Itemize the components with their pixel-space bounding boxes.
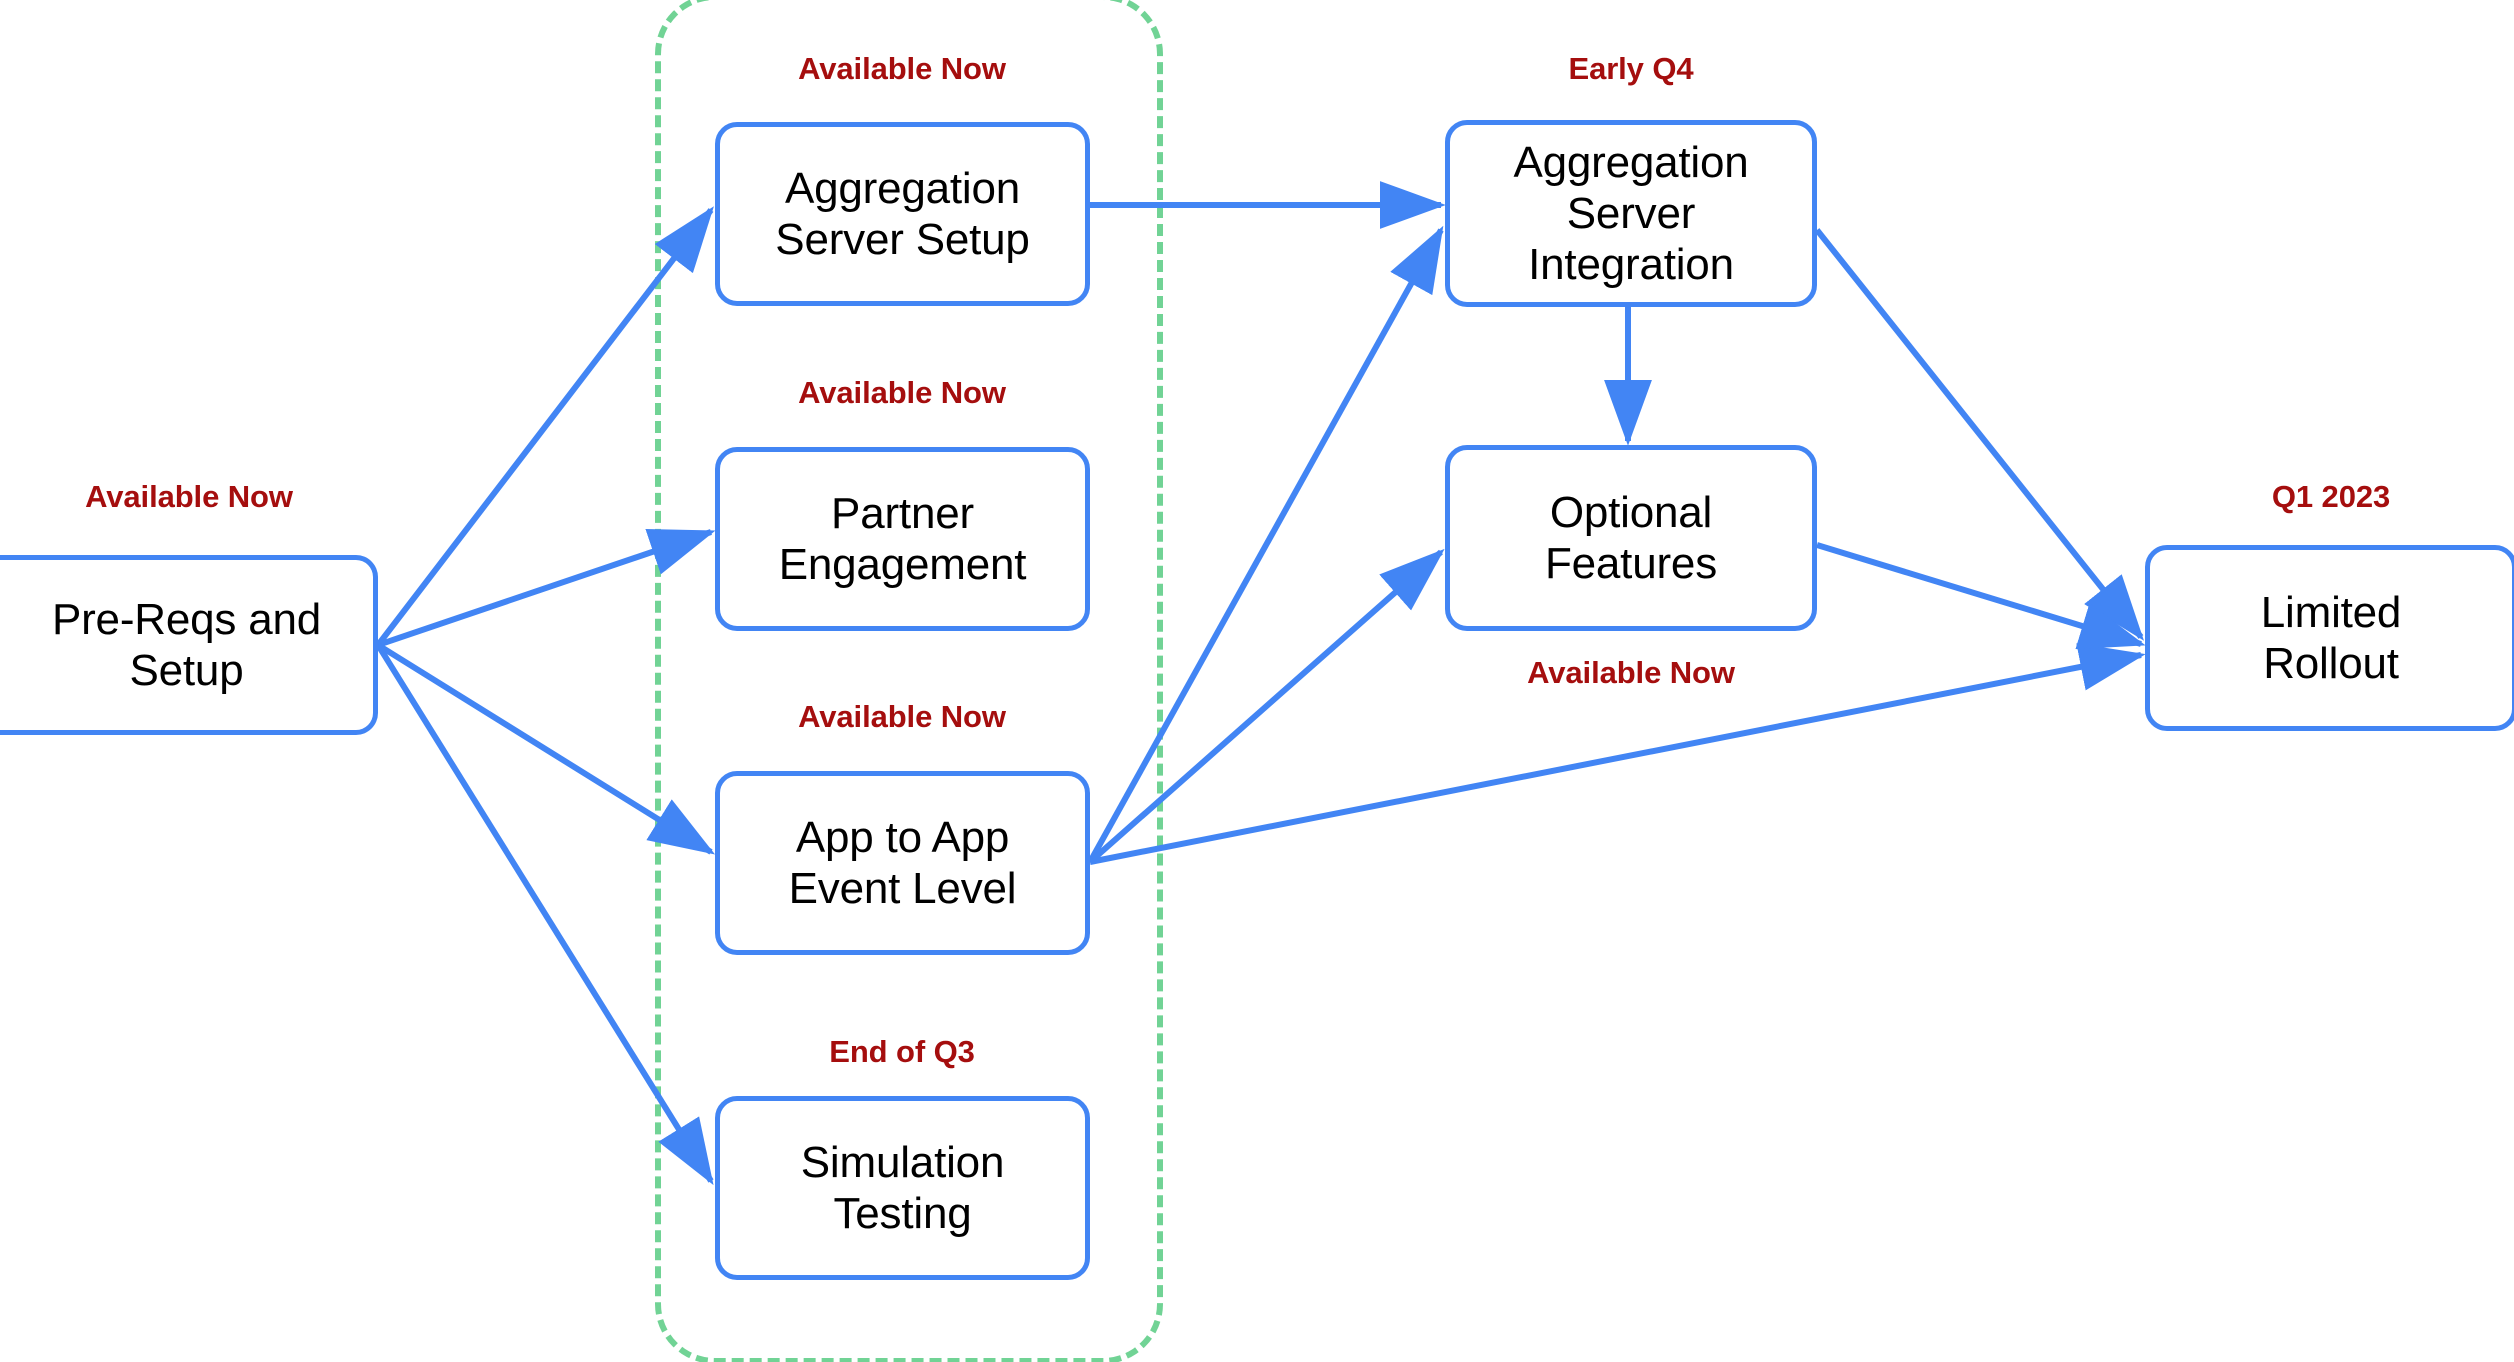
tag-aggregation-server-integration: Early Q4 (1568, 51, 1694, 86)
tag-app-to-app-event-level: Available Now (798, 699, 1006, 734)
node-limited-rollout[interactable]: Limited Rollout (2145, 545, 2514, 731)
tag-simulation-testing: End of Q3 (829, 1034, 975, 1069)
node-pre-reqs-and-setup[interactable]: Pre-Reqs and Setup (0, 555, 378, 735)
edge-aggregation-integration-to-limited-rollout (1814, 228, 2144, 641)
node-partner-engagement[interactable]: Partner Engagement (715, 447, 1090, 631)
tag-aggregation-server-setup: Available Now (798, 51, 1006, 86)
node-optional-features[interactable]: Optional Features (1445, 445, 1817, 631)
node-label-simulation-testing: Simulation Testing (800, 1137, 1005, 1238)
node-label-app-to-app-event-level: App to App Event Level (788, 812, 1017, 913)
node-label-optional-features: Optional Features (1544, 487, 1718, 588)
tag-limited-rollout: Q1 2023 (2271, 479, 2391, 514)
node-label-limited-rollout: Limited Rollout (2260, 587, 2402, 688)
tag-partner-engagement: Available Now (798, 375, 1006, 410)
edge-optional-features-to-limited-rollout (1816, 542, 2146, 650)
node-label-aggregation-server-setup: Aggregation Server Setup (775, 163, 1030, 264)
tag-pre-reqs-and-setup: Available Now (85, 479, 293, 514)
node-app-to-app-event-level[interactable]: App to App Event Level (715, 771, 1090, 955)
tag-optional-features: Available Now (1527, 655, 1735, 690)
node-label-pre-reqs-and-setup: Pre-Reqs and Setup (51, 594, 322, 695)
node-label-aggregation-server-integration: Aggregation Server Integration (1513, 137, 1749, 290)
node-simulation-testing[interactable]: Simulation Testing (715, 1096, 1090, 1280)
node-label-partner-engagement: Partner Engagement (778, 488, 1027, 589)
node-aggregation-server-integration[interactable]: Aggregation Server Integration (1445, 120, 1817, 307)
node-aggregation-server-setup[interactable]: Aggregation Server Setup (715, 122, 1090, 306)
